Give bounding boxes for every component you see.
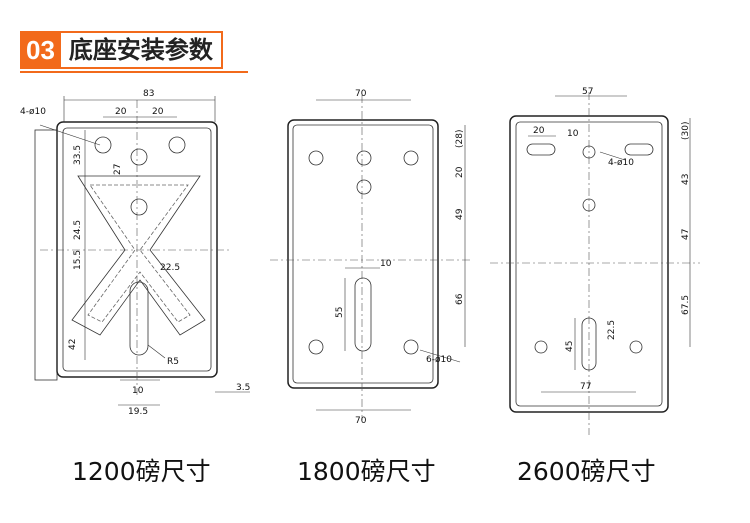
- dim-slot-offset: 19.5: [128, 407, 148, 417]
- mount-hole: [130, 198, 148, 216]
- dim-v1: 33.5: [73, 145, 83, 165]
- dim-hole-label: 6-ø10: [426, 355, 452, 365]
- mount-hole: [168, 136, 186, 154]
- section-title: 底座安装参数: [60, 31, 223, 69]
- dim-slot-width: 10: [132, 386, 144, 396]
- dim-bottom-width: 70: [355, 416, 367, 426]
- side-profile: [34, 129, 58, 381]
- mount-hole: [629, 340, 643, 354]
- dim-v3: 24.5: [73, 220, 83, 240]
- section-number: 03: [20, 31, 61, 69]
- base-plate-inner: [515, 121, 663, 407]
- dim-top-width: 83: [143, 89, 154, 99]
- slot: [581, 317, 597, 371]
- base-plate-inner: [292, 124, 434, 384]
- x-rib: [71, 175, 206, 336]
- mount-hole: [403, 150, 419, 166]
- slot: [354, 277, 372, 352]
- mount-hole: [582, 145, 596, 159]
- caption-1200: 1200磅尺寸: [72, 457, 211, 486]
- dim-r4: 67.5: [681, 295, 691, 315]
- dim-angle: 22.5: [160, 263, 180, 273]
- dim-r3: 47: [681, 229, 691, 240]
- dim-bottom-span: 77: [580, 382, 591, 392]
- dim-slot-width: 10: [380, 259, 392, 269]
- slot: [624, 143, 654, 156]
- dim-r1: (30): [681, 122, 691, 140]
- dim-v5: 42: [68, 339, 78, 350]
- dim-v4: 15.5: [73, 250, 83, 270]
- drawing-1800: 70 70 (28) 20 49 66 10 55 6-ø10: [270, 89, 470, 426]
- mount-hole: [582, 198, 596, 212]
- dim-slot-length: 55: [335, 307, 345, 318]
- mount-hole: [308, 339, 324, 355]
- dim-slot-length: 45: [565, 341, 575, 352]
- mount-hole: [356, 150, 372, 166]
- dim-top-width: 57: [582, 87, 593, 97]
- dim-hole-label: 4-ø10: [608, 158, 634, 168]
- dim-r2: 20: [455, 166, 465, 178]
- dim-hole-spacing-b: 20: [152, 107, 164, 117]
- section-badge: 03 底座安装参数: [20, 31, 223, 69]
- dim-top-width: 70: [355, 89, 367, 99]
- mount-hole: [356, 179, 372, 195]
- slot: [526, 143, 556, 156]
- caption-1800: 1800磅尺寸: [297, 457, 436, 486]
- mount-hole: [534, 340, 548, 354]
- dim-r4: 66: [455, 293, 465, 305]
- dim-hole-spacing-a: 20: [115, 107, 127, 117]
- dim-r1: (28): [455, 130, 465, 148]
- dim-r2: 43: [681, 174, 691, 185]
- mount-hole: [403, 339, 419, 355]
- dim-slot-spacing: 20: [533, 126, 545, 136]
- header-underline: [20, 71, 248, 73]
- dim-edge: 3.5: [236, 383, 250, 393]
- dim-hole-label: 4-ø10: [20, 107, 46, 117]
- mount-hole: [308, 150, 324, 166]
- dim-slot-width: 10: [567, 129, 579, 139]
- base-plate-outline: [287, 119, 439, 389]
- mount-hole: [94, 136, 112, 154]
- caption-2600: 2600磅尺寸: [517, 457, 656, 486]
- dim-radius: R5: [167, 357, 179, 367]
- mount-hole: [130, 148, 148, 166]
- slot: [129, 281, 149, 356]
- dim-r3: 49: [455, 208, 465, 220]
- drawing-2600: 57 20 10 4-ø10 (30) 43 47 67.5 45 22.5 7…: [490, 87, 700, 435]
- dim-slot-offset: 22.5: [607, 320, 617, 340]
- drawing-1200: 83 20 20 4-ø10 33.5 27 24.5 15.5 22.5 42…: [20, 89, 250, 417]
- dim-v2: 27: [113, 164, 123, 175]
